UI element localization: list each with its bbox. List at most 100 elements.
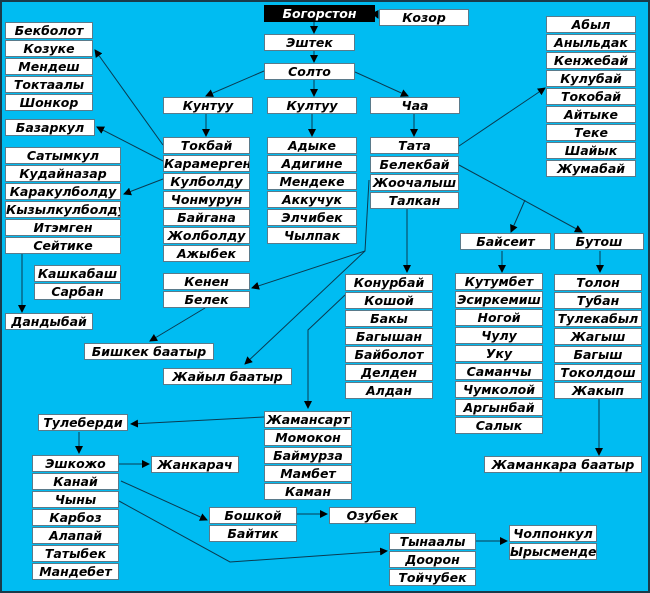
link-solto-kuntuu bbox=[205, 70, 265, 97]
person-node: Ажыбек bbox=[163, 245, 250, 262]
person-node: Теке bbox=[546, 124, 636, 141]
person-node: Абыл bbox=[546, 16, 636, 33]
person-node: Жаманкара баатыр bbox=[484, 456, 642, 473]
node-butosh: Бутош bbox=[554, 233, 644, 251]
link-solto-chaa bbox=[354, 71, 409, 97]
link-chyny-tynaaly bbox=[118, 500, 388, 563]
person-node: Каман bbox=[264, 483, 352, 500]
node-jankarach: Жанкарач bbox=[151, 456, 239, 474]
person-node: Итэмген bbox=[5, 219, 121, 236]
person-node: Тулекабыл bbox=[554, 310, 642, 327]
link-belek-bishkek bbox=[149, 307, 206, 342]
node-kultuu: Култуу bbox=[267, 97, 357, 115]
person-node: Мендеш bbox=[5, 58, 93, 75]
person-node: Жамансарт bbox=[264, 411, 352, 428]
person-node: Бутош bbox=[554, 233, 644, 250]
person-node: Аккучук bbox=[267, 191, 357, 208]
link-joochalysh-jaiyl bbox=[244, 250, 366, 365]
node-solto: Солто bbox=[264, 63, 355, 81]
person-node: Тулеберди bbox=[38, 414, 128, 431]
person-node: Бекболот bbox=[5, 22, 93, 39]
link-karamergen-bazarkul bbox=[96, 126, 164, 162]
person-node: Байгана bbox=[163, 209, 250, 226]
node-ozubek: Озубек bbox=[329, 507, 416, 525]
person-node: Баймурза bbox=[264, 447, 352, 464]
link-kanai-boshkoi bbox=[120, 480, 208, 521]
link-jamansart-tuleberdi bbox=[130, 416, 265, 428]
person-node: Кулубай bbox=[546, 70, 636, 87]
person-node: Ногой bbox=[455, 309, 543, 326]
person-node: Тойчубек bbox=[389, 569, 476, 586]
person-node: Сарбан bbox=[34, 283, 121, 300]
person-node: Токолдош bbox=[554, 364, 642, 381]
person-node: Элчибек bbox=[267, 209, 357, 226]
person-node: Татыбек bbox=[32, 545, 119, 562]
person-node: Аргынбай bbox=[455, 399, 543, 416]
person-node: Козор bbox=[379, 9, 469, 26]
node-kuntuu: Кунтуу bbox=[163, 97, 253, 115]
person-node: Тынаалы bbox=[389, 533, 476, 550]
person-node: Толон bbox=[554, 274, 642, 291]
person-node: Сатымкул bbox=[5, 147, 121, 164]
node-baiseit: Байсеит bbox=[460, 233, 551, 251]
person-node: Эшкожо bbox=[32, 455, 119, 472]
person-node: Озубек bbox=[329, 507, 416, 524]
person-node: Чылпак bbox=[267, 227, 357, 244]
person-node: Жанкарач bbox=[151, 456, 239, 473]
person-node: Кошой bbox=[345, 292, 433, 309]
person-node: Саманчы bbox=[455, 363, 543, 380]
person-node: Момокон bbox=[264, 429, 352, 446]
node-jamankara-baatyr: Жаманкара баатыр bbox=[484, 456, 642, 474]
person-node: Жайыл баатыр bbox=[163, 368, 292, 385]
person-node: Карамерген bbox=[163, 155, 250, 172]
person-node: Чыны bbox=[32, 491, 119, 508]
person-node: Култуу bbox=[267, 97, 357, 114]
person-node: Солто bbox=[264, 63, 355, 80]
person-node: Кудайназар bbox=[5, 165, 121, 182]
person-node: Жолболду bbox=[163, 227, 250, 244]
person-node: Белек bbox=[163, 291, 250, 308]
person-node: Токбай bbox=[163, 137, 250, 154]
link-tata-abyl bbox=[458, 87, 546, 147]
person-node: Уку bbox=[455, 345, 543, 362]
person-node: Чонмурун bbox=[163, 191, 250, 208]
person-node: Мендеке bbox=[267, 173, 357, 190]
node-eshtek: Эштек bbox=[264, 34, 355, 52]
person-node: Эштек bbox=[264, 34, 355, 51]
person-node: Чумколой bbox=[455, 381, 543, 398]
node-tuleberdi: Тулеберди bbox=[38, 414, 128, 432]
person-node: Конурбай bbox=[345, 274, 433, 291]
link-belekbai-butosh bbox=[458, 164, 583, 233]
person-node: Талкан bbox=[370, 192, 459, 209]
person-node: Чаа bbox=[370, 97, 460, 114]
node-bazarkul: Базаркул bbox=[5, 119, 95, 137]
person-node: Доорон bbox=[389, 551, 476, 568]
person-node: Эсиркемиш bbox=[455, 291, 543, 308]
person-node: Мамбет bbox=[264, 465, 352, 482]
node-chaa: Чаа bbox=[370, 97, 460, 115]
person-node: Жумабай bbox=[546, 160, 636, 177]
person-node: Байболот bbox=[345, 346, 433, 363]
person-node: Козуке bbox=[5, 40, 93, 57]
person-node: Белекбай bbox=[370, 156, 459, 173]
person-node: Ырысменде bbox=[509, 543, 597, 560]
person-node: Дандыбай bbox=[5, 313, 93, 330]
person-node: Алапай bbox=[32, 527, 119, 544]
person-node: Шонкор bbox=[5, 94, 93, 111]
person-node: Канай bbox=[32, 473, 119, 490]
